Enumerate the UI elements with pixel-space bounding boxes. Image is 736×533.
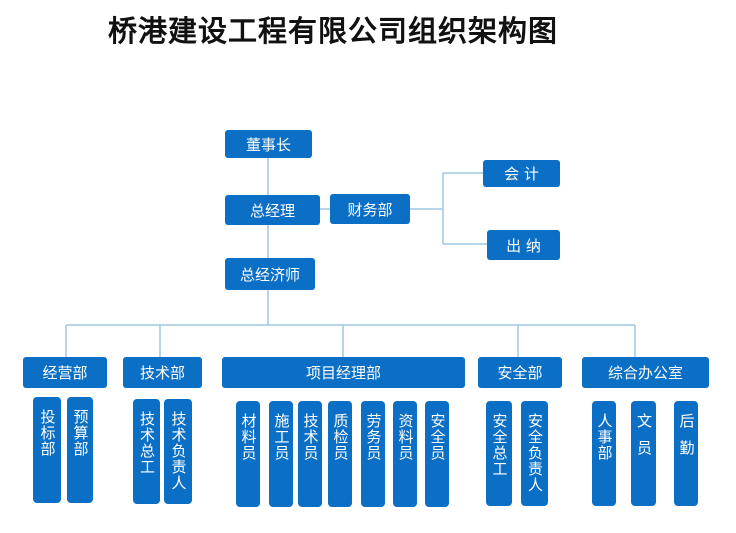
general-manager-label: 总经理 [249,201,295,220]
office-dept-label: 综合办公室 [607,364,683,382]
office-sub-box: 人事部 [592,401,616,506]
safety-sub-label: 安全总工 [490,413,509,477]
business-sub-label: 预算部 [71,409,90,457]
project-sub-box: 劳务员 [361,401,385,507]
safety-sub-box: 安全负责人 [521,401,548,506]
project-sub-box: 安全员 [425,401,449,507]
office-sub-label: 后勤 [677,413,696,467]
tech-sub-box: 技术总工 [133,399,160,504]
project-sub-box: 技术员 [298,401,322,507]
safety-dept-box: 安全部 [478,357,562,388]
safety-sub-label: 安全负责人 [526,413,544,493]
project-sub-label: 劳务员 [364,413,383,461]
chief-economist-box: 总经济师 [225,258,315,290]
project-sub-box: 资料员 [393,401,417,507]
safety-sub-box: 安全总工 [486,401,512,506]
accounting-label: 会 计 [504,165,539,183]
tech-sub-label: 技术负责人 [169,411,188,491]
project-sub-label: 资料员 [396,413,415,461]
office-sub-box: 后勤 [674,401,698,506]
cashier-box: 出 纳 [487,230,560,260]
project-sub-box: 施工员 [269,401,293,507]
project-dept-box: 项目经理部 [222,357,465,388]
office-sub-label: 人事部 [595,413,614,461]
office-dept-box: 综合办公室 [582,357,709,388]
business-dept-label: 经营部 [42,364,88,382]
chairman-box: 董事长 [225,130,312,158]
tech-sub-box: 技术负责人 [164,399,192,504]
chief-economist-label: 总经济师 [239,265,300,284]
business-sub-box: 预算部 [67,397,93,503]
project-sub-label: 材料员 [239,413,258,461]
cashier-label: 出 纳 [506,236,541,255]
safety-dept-label: 安全部 [497,364,543,382]
finance-label: 财务部 [347,200,393,219]
project-sub-box: 质检员 [328,401,352,507]
project-sub-label: 施工员 [272,413,291,461]
office-sub-label: 文员 [635,413,653,467]
project-sub-label: 质检员 [331,413,350,461]
finance-box: 财务部 [330,194,410,224]
business-sub-box: 投标部 [33,397,61,503]
chairman-label: 董事长 [245,135,291,154]
chart-title: 桥港建设工程有限公司组织架构图 [108,14,559,48]
project-dept-label: 项目经理部 [305,364,381,382]
tech-dept-box: 技术部 [123,357,202,388]
project-sub-label: 技术员 [301,413,320,461]
accounting-box: 会 计 [483,160,560,187]
project-sub-label: 安全员 [428,413,447,461]
general-manager-box: 总经理 [225,195,320,225]
business-dept-box: 经营部 [23,357,107,388]
business-sub-label: 投标部 [38,409,57,457]
project-sub-box: 材料员 [236,401,260,507]
tech-dept-label: 技术部 [139,364,185,382]
tech-sub-label: 技术总工 [138,411,156,475]
office-sub-box: 文员 [631,401,656,506]
